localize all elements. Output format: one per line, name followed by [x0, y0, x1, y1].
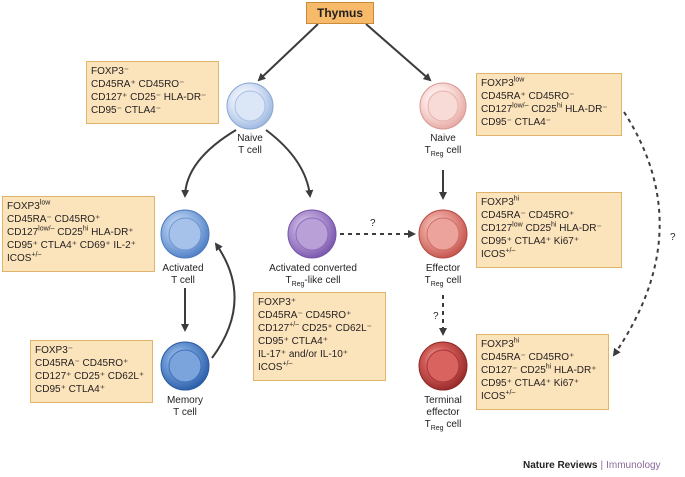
marker-line: CD95⁺ CTLA4⁺ Ki67⁺ — [481, 378, 580, 389]
marker-line: CD45RA⁻ CD45RO⁺ — [481, 210, 575, 221]
marker-line: ICOS+/– — [481, 389, 516, 402]
journal-subject: Immunology — [606, 460, 661, 471]
naive-treg-markers-box: FOXP3low CD45RA⁺ CD45RO⁻ CD127low/– CD25… — [476, 73, 622, 136]
marker-line: ICOS+/– — [481, 247, 516, 260]
journal-name: Nature Reviews — [523, 460, 598, 471]
marker-line: CD45RA⁻ CD45RO⁺ — [481, 352, 575, 363]
activated-t-cell-icon — [160, 209, 210, 259]
credit-separator: | — [600, 460, 604, 471]
naive-treg-cell-label: Naive TReg cell — [424, 133, 462, 158]
effector-treg-markers-box: FOXP3hi CD45RA⁻ CD45RO⁺ CD127low CD25hi … — [476, 192, 622, 268]
thymus-box: Thymus — [306, 2, 374, 24]
marker-line: CD45RA⁻ CD45RO⁺ — [258, 310, 352, 321]
marker-line: CD45RA⁺ CD45RO⁻ — [481, 91, 575, 102]
arrow-thymus-to-naive-t — [257, 23, 319, 82]
terminal-effector-cell-label: Terminal effector TReg cell — [424, 395, 462, 432]
marker-line: CD95⁻ CTLA4⁻ — [91, 105, 162, 116]
marker-line: CD127+/– CD25⁺ CD62L⁻ — [258, 321, 372, 334]
naive-t-markers-box: FOXP3⁻ CD45RA⁺ CD45RO⁻ CD127⁺ CD25⁻ HLA-… — [86, 61, 219, 124]
terminal-effector-markers-box: FOXP3hi CD45RA⁻ CD45RO⁺ CD127⁻ CD25hi HL… — [476, 334, 609, 410]
arrow-memory-to-activated — [211, 242, 236, 359]
marker-line: FOXP3low — [481, 76, 525, 89]
marker-line: CD95⁺ CTLA4⁺ CD69⁺ IL-2⁺ — [7, 240, 136, 251]
marker-line: FOXP3⁻ — [91, 66, 130, 77]
marker-line: ICOS+/– — [258, 360, 293, 373]
marker-line: CD127⁺ CD25⁺ CD62L⁺ — [35, 371, 145, 382]
activated-converted-cell-icon — [287, 209, 337, 259]
uncertain-mark: ? — [670, 232, 676, 243]
marker-line: ICOS+/– — [7, 251, 42, 264]
uncertain-mark: ? — [370, 218, 376, 229]
marker-line: CD95⁻ CTLA4⁻ — [481, 117, 552, 128]
marker-line: CD127low/– CD25hi HLA-DR⁻ — [481, 102, 608, 115]
marker-line: CD127⁺ CD25⁻ HLA-DR⁻ — [91, 92, 207, 103]
memory-t-cell-icon — [160, 341, 210, 391]
marker-line: CD95⁺ CTLA4⁺ — [35, 384, 106, 395]
marker-line: CD127low/– CD25hi HLA-DR⁺ — [7, 225, 134, 238]
arrow-naive-t-to-converted — [265, 129, 314, 198]
marker-line: CD127low CD25hi HLA-DR⁻ — [481, 221, 602, 234]
marker-line: CD45RA⁻ CD45RO⁺ — [7, 214, 101, 225]
arrow-thymus-to-naive-treg — [365, 23, 432, 82]
memory-t-markers-box: FOXP3⁻ CD45RA⁻ CD45RO⁺ CD127⁺ CD25⁺ CD62… — [30, 340, 153, 403]
effector-treg-cell-label: Effector TReg cell — [424, 263, 462, 288]
marker-line: FOXP3⁻ — [35, 345, 74, 356]
naive-t-cell-icon — [226, 82, 274, 130]
memory-t-cell-label: Memory T cell — [166, 395, 204, 418]
marker-line: FOXP3low — [7, 199, 51, 212]
marker-line: CD45RA⁻ CD45RO⁺ — [35, 358, 129, 369]
arrow-naive-t-to-activated-t — [181, 129, 237, 198]
marker-line: CD45RA⁺ CD45RO⁻ — [91, 79, 185, 90]
activated-t-cell-label: Activated T cell — [162, 263, 204, 286]
activated-converted-cell-label: Activated converted TReg-like cell — [269, 263, 357, 288]
uncertain-mark: ? — [433, 311, 439, 322]
marker-line: CD127⁻ CD25hi HLA-DR⁺ — [481, 363, 597, 376]
naive-treg-cell-icon — [419, 82, 467, 130]
marker-line: CD95⁺ CTLA4⁺ Ki67⁺ — [481, 236, 580, 247]
journal-credit: Nature Reviews|Immunology — [523, 460, 661, 471]
naive-t-cell-label: Naive T cell — [237, 133, 263, 156]
marker-line: CD95⁺ CTLA4⁺ — [258, 336, 329, 347]
marker-line: IL-17⁺ and/or IL-10⁺ — [258, 349, 349, 360]
activated-t-markers-box: FOXP3low CD45RA⁻ CD45RO⁺ CD127low/– CD25… — [2, 196, 155, 272]
arrow-naive-treg-to-terminal — [612, 111, 661, 357]
marker-line: FOXP3hi — [481, 195, 520, 208]
marker-line: FOXP3hi — [481, 337, 520, 350]
activated-converted-markers-box: FOXP3⁺ CD45RA⁻ CD45RO⁺ CD127+/– CD25⁺ CD… — [253, 292, 386, 381]
marker-line: FOXP3⁺ — [258, 297, 297, 308]
effector-treg-cell-icon — [418, 209, 468, 259]
terminal-effector-cell-icon — [418, 341, 468, 391]
